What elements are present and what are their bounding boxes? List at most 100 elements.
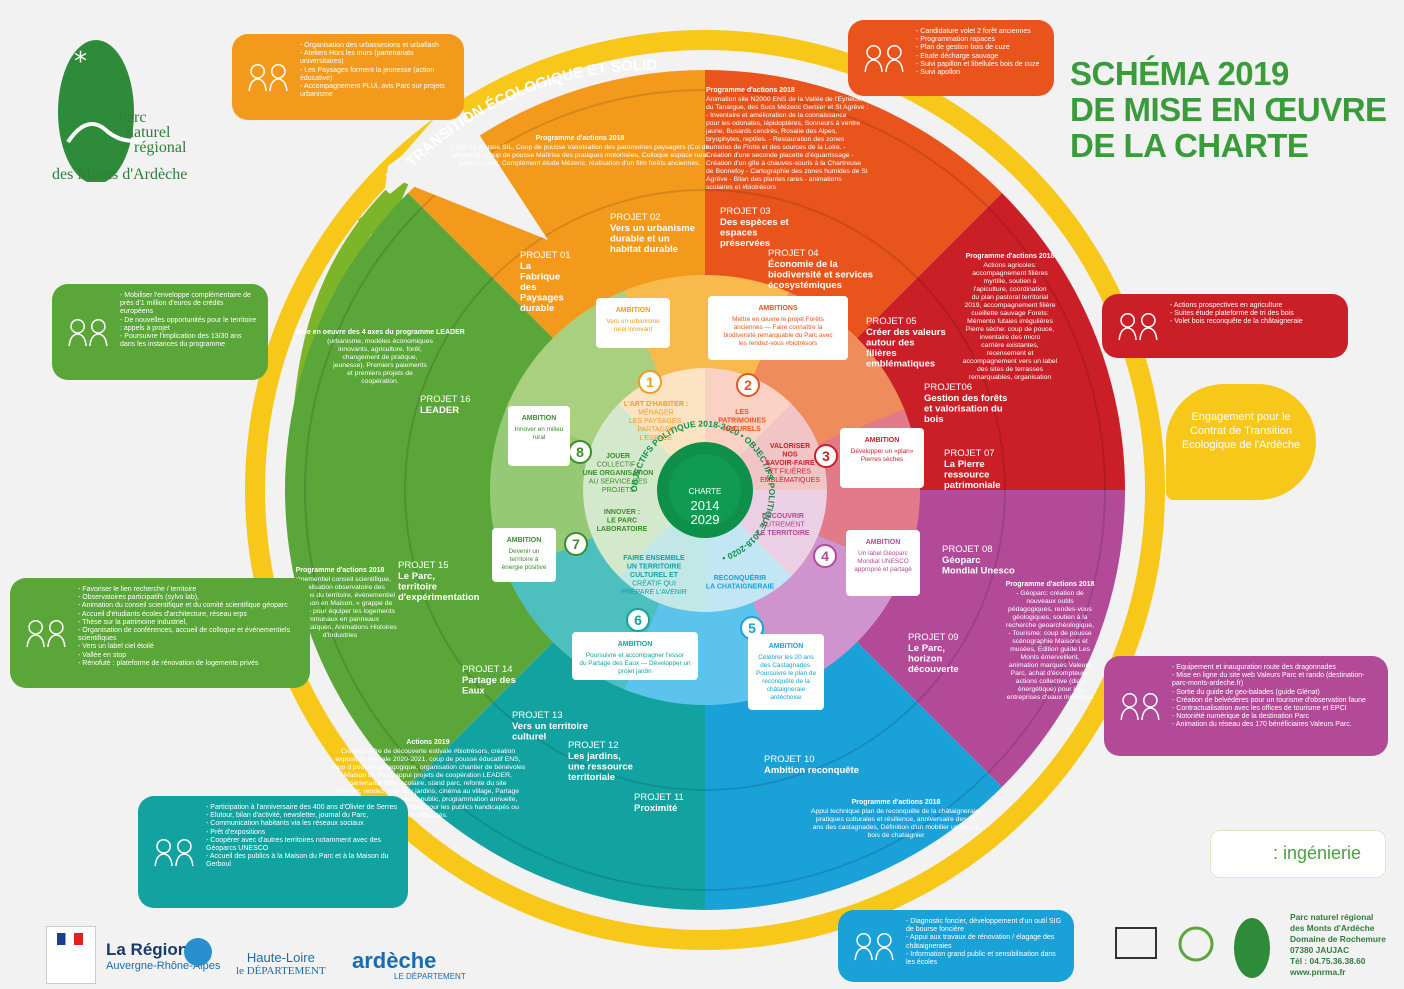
project-id: PROJET 10 (764, 754, 815, 765)
project-name: Les jardins, (568, 751, 621, 762)
programme-text: Meyrand), Coup de pousse Maîtrise des pr… (452, 152, 708, 159)
project-name: La Pierre (944, 459, 985, 470)
callout-item: - Rénofuté : plateforme de rénovation de… (78, 659, 259, 667)
ambition-box (572, 632, 698, 680)
programme-title: Programme d'actions 2018 (296, 567, 385, 574)
programme-text: jeunesse). Premiers paiements (332, 362, 427, 369)
programme-text: - Géoparc: création de (1016, 590, 1084, 597)
project-name: Mondial Unesco (942, 566, 1015, 577)
logo-text-line4: des Monts d'Ardèche (52, 166, 188, 183)
programme-text: Coup de pousse SIL, Coup de pousse Valor… (451, 144, 710, 151)
project-name: emblématiques (866, 359, 935, 370)
programme-text: - Tourisme: coup de pousse (1008, 630, 1092, 637)
ambition-box (748, 634, 824, 710)
ambition-box (846, 530, 920, 596)
programme-text: photovoltaïques, Animations Histoires (283, 624, 397, 631)
project-id: PROJET 02 (610, 212, 661, 223)
objective-text: FAIRE ENSEMBLE (623, 555, 685, 562)
ambition-box (708, 296, 848, 360)
ambition-text: Célébrer les 20 ans (758, 654, 813, 661)
callout-list: - Favoriser le lien recherche / territoi… (78, 586, 300, 668)
callout-item: - Favoriser le lien recherche / territoi… (78, 586, 197, 593)
objective-text: DÉCOUVRIR (762, 511, 804, 520)
programme-title: Programme d'actions 2018 (536, 135, 625, 142)
callout-item: - Appui aux travaux de rénovation / élag… (906, 934, 1055, 950)
objective-number-1 (638, 370, 662, 394)
callout-item: - Ateliers Hors les murs (partenariats u… (300, 50, 414, 66)
objective-text: MÉNAGER (638, 408, 673, 417)
project-id: PROJET 14 (462, 664, 513, 675)
objective-text: NATURELS (723, 426, 761, 433)
project-id: PROJET 16 (420, 394, 471, 405)
programme-text: coopération. (361, 378, 399, 385)
project-name: durable et un (610, 234, 670, 245)
callout-list: - Mobiliser l'enveloppe complémentaire d… (120, 292, 258, 349)
project-name: Gestion des forêts (924, 393, 1007, 404)
objective-number-label: 4 (821, 548, 829, 564)
programme-text: Animation site N2000 ENS de la Vallée de… (706, 96, 862, 103)
objective-text: LE TERRITOIRE (756, 530, 809, 537)
project-id: PROJET06 (924, 382, 972, 393)
programme-title: Programme d'actions 2018 (706, 87, 795, 94)
callout-item: - Accompagnement PLUi, avis Parc sur pro… (300, 83, 445, 99)
footer-address: Parc naturel régional des Monts d'Ardèch… (1290, 912, 1386, 977)
ambition-text: Poursuivre et accompagner l'essor (586, 652, 685, 659)
people-icon (26, 620, 66, 648)
objective-number-4 (813, 544, 837, 568)
ambition-text: rural innovant (614, 326, 653, 333)
ambition-text: biodiversité remarquable du Parc avec (723, 332, 833, 339)
objective-number-label: 8 (576, 444, 584, 460)
callout-item: - Accueil des publics à la Maison du Par… (206, 853, 389, 869)
region-icon (184, 938, 212, 966)
callout-list: - Actions prospectives en agriculture- S… (1170, 302, 1338, 327)
project-name: Proximité (634, 803, 677, 814)
callout-c1: - Organisation des urbassesions et urbaf… (232, 34, 464, 120)
callout-item: - Notoriété numérique de la destination … (1172, 713, 1309, 721)
project-name: Paysages (520, 293, 564, 304)
objective-number-label: 7 (572, 536, 580, 552)
objective-text: SAVOIR-FAIRE (765, 460, 815, 467)
ambition-text: énergie positive (502, 564, 547, 571)
programme-text: recensement et (987, 350, 1034, 357)
callout-item: - De nouvelles opportunités pour le terr… (120, 316, 257, 332)
programme-text: création, Ateliers passerelles pour les … (337, 804, 519, 811)
project-name: Vers un urbanisme (610, 223, 695, 234)
logo-text: Parc naturel régional (118, 109, 187, 156)
project-name: Eaux (462, 686, 485, 697)
objective-text: L'ART D'HABITER : (624, 401, 688, 408)
ambition-text: Mondial UNESCO (857, 558, 909, 565)
programme-text: Appui technique plan de reconquête de la… (811, 808, 981, 815)
programme-text: entreprises d'eaux minérales (1007, 694, 1094, 701)
objective-text: CULTUREL ET (630, 572, 679, 579)
programme-title: Mise en oeuvre des 4 axes du programme L… (295, 329, 465, 336)
project-name: Créer des valeurs (866, 327, 946, 338)
ambition-box (492, 528, 556, 582)
callout-list: - Candidature volet 2 forêt anciennes- P… (916, 28, 1044, 77)
ambition-title: AMBITION (865, 437, 900, 444)
callout-item: - Contractualisation avec les offices de… (1172, 705, 1347, 713)
objective-number-label: 3 (822, 448, 830, 464)
programme-text: ans des castagnades, Définition d'un mob… (813, 824, 980, 831)
programme-text: Evénementiel conseil scientifique, (289, 576, 391, 583)
ambition-title: AMBITION (618, 641, 653, 648)
programme-title: Programme d'actions 2018 (852, 799, 941, 806)
objective-text: PROJETS (602, 487, 635, 494)
ambition-text: Développer un «plan» (851, 448, 914, 455)
callout-item: - Candidature volet 2 forêt anciennes (916, 28, 1031, 35)
project-name: préservées (720, 238, 770, 249)
objective-text: PATRIMOINES (718, 418, 766, 425)
programme-title: Programme d'actions 2018 (1006, 581, 1095, 588)
programme-text: - Inventaire et amélioration de la conna… (706, 112, 847, 119)
objective-text: UN TERRITOIRE (627, 564, 682, 571)
programme-text: scénographie Maisons et (1012, 638, 1088, 645)
project-name: horizon (908, 654, 942, 665)
ambition-title: AMBITION (769, 643, 804, 650)
people-icon (68, 319, 108, 347)
programme-text: bois de chataignier (867, 832, 925, 839)
callout-item: - Observatoires participatifs (sylvo lab… (78, 594, 199, 602)
programme-text: pour les odonates, lépidoptères, Sonneur… (706, 120, 860, 127)
callout-item: - Prêt d'expositions (206, 828, 266, 836)
programme-text: du plan pastoral territorial (972, 294, 1049, 301)
objective-text: JOUER (606, 453, 630, 460)
objective-number-label: 1 (646, 374, 654, 390)
